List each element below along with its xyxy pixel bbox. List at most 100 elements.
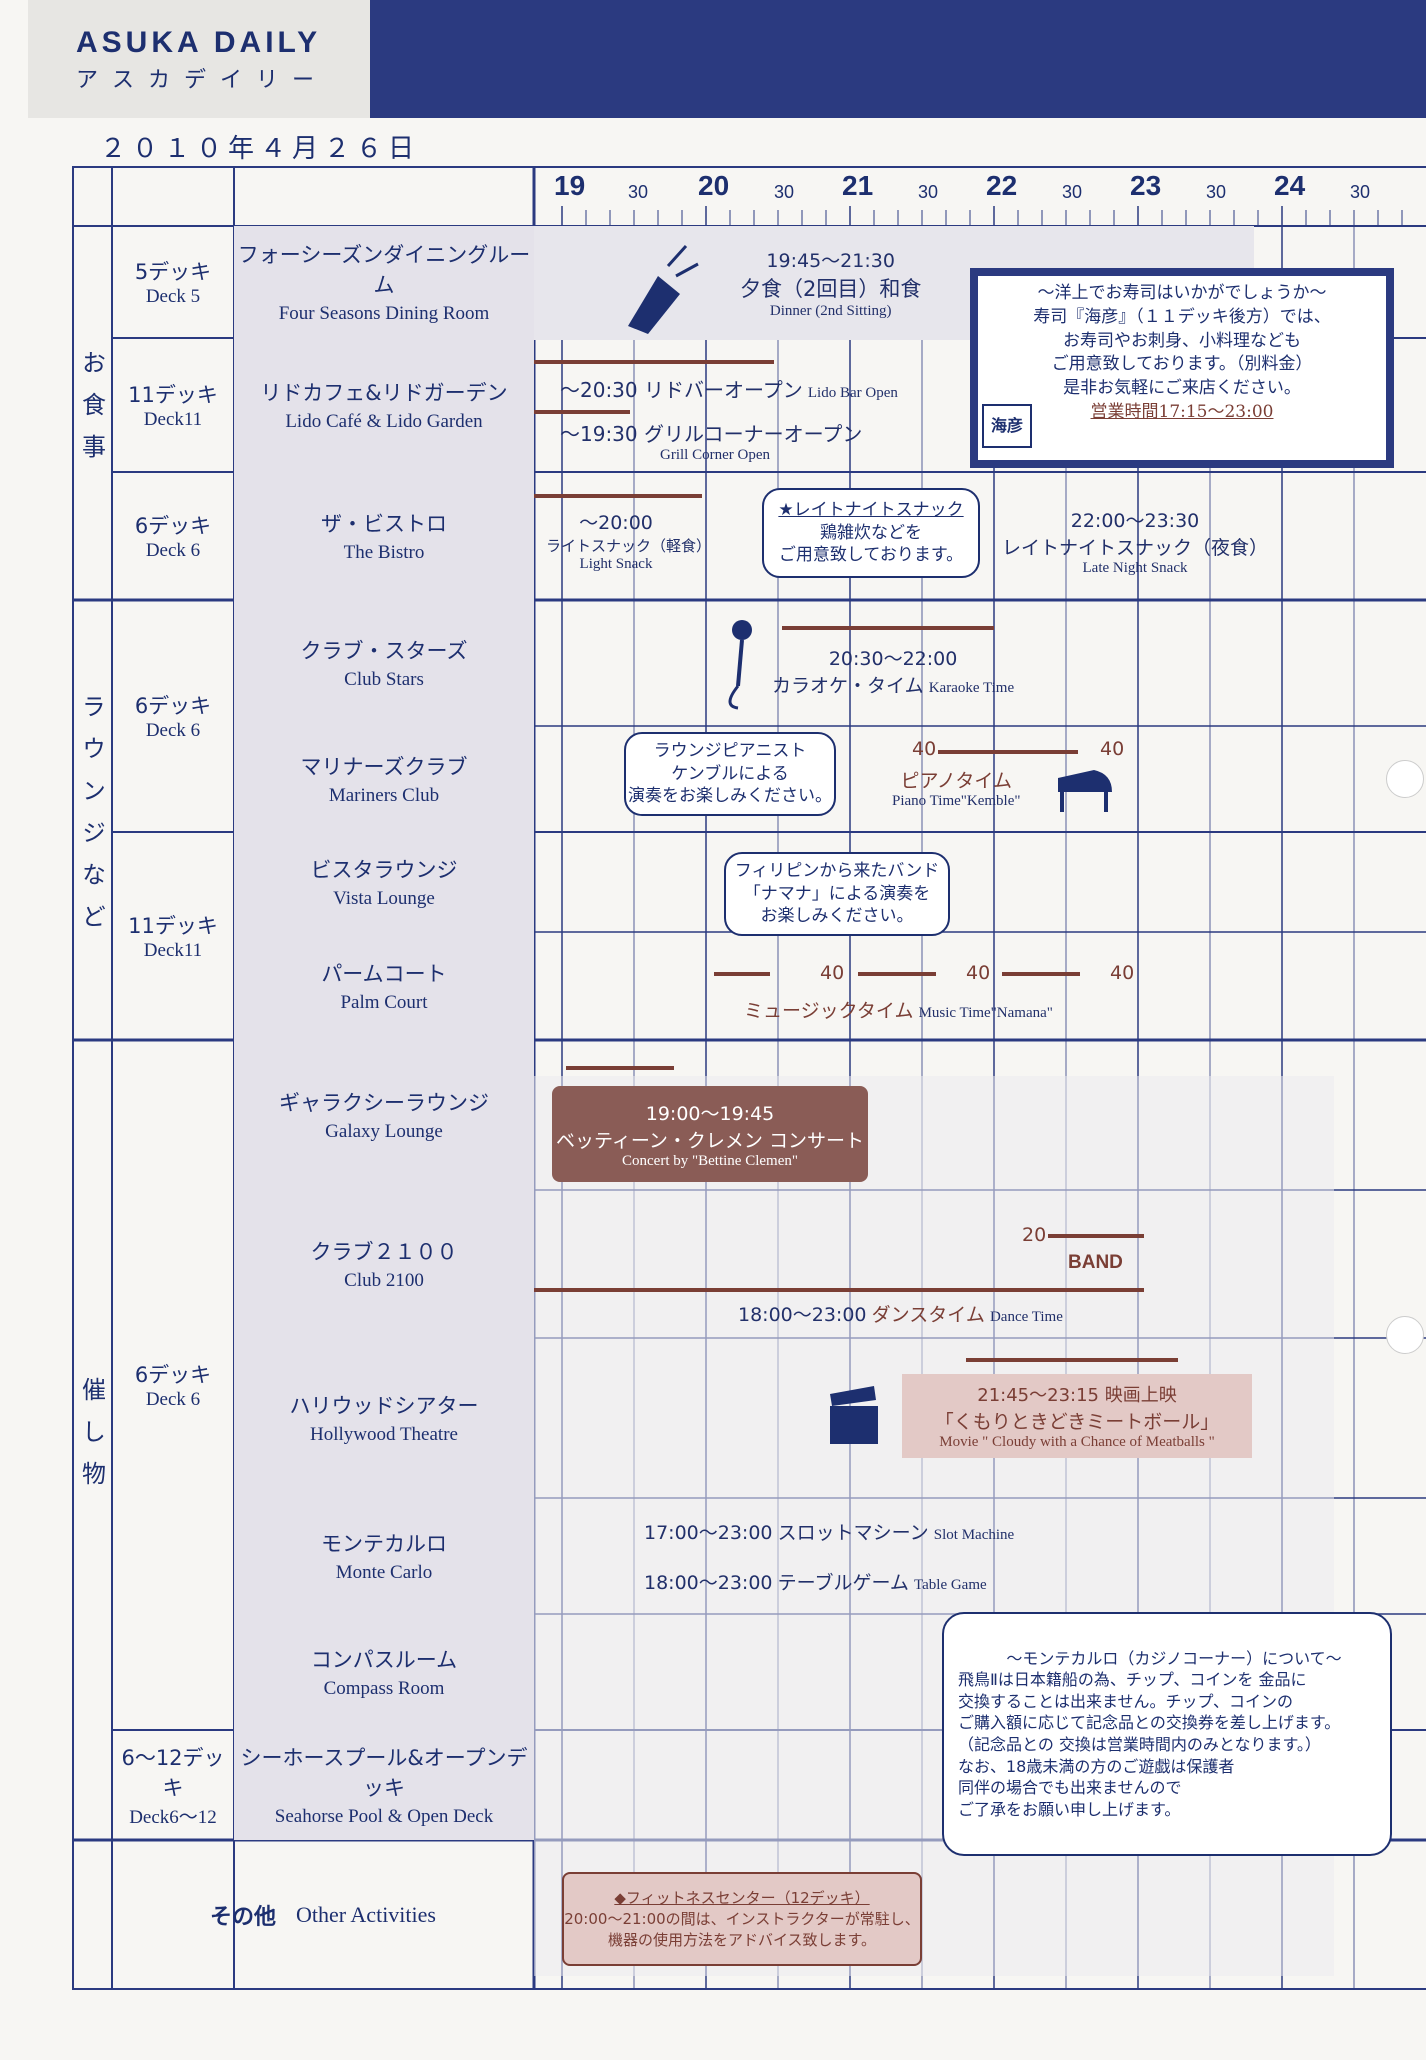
table-label-e: Table Game	[914, 1577, 987, 1593]
dance-label: ダンスタイム	[871, 1304, 985, 1326]
half-22: 30	[1062, 182, 1083, 202]
deck-label-e: Deck 6	[145, 540, 201, 561]
grill-label-e: Grill Corner Open	[660, 447, 770, 463]
slot-label: スロットマシーン	[777, 1522, 929, 1544]
sushi-line: お寿司やお刺身、小料理なども	[1063, 330, 1301, 351]
movie-title-e: Movie " Cloudy with a Chance of Meatball…	[939, 1434, 1215, 1450]
venue-name-e: Seahorse Pool & Open Deck	[274, 1806, 494, 1827]
microphone-icon	[728, 620, 752, 710]
clapperboard-icon	[830, 1386, 878, 1444]
deck-label-e: Deck 6	[145, 720, 201, 741]
sushi-line: 寿司『海彦』（１１デッキ後方）では、	[1033, 306, 1331, 327]
dance-event: 18:00〜23:00 ダンスタイム Dance Time	[738, 1300, 1063, 1327]
venue-name-e: Monte Carlo	[335, 1562, 433, 1583]
callout-line: 「ナマナ」による演奏を	[743, 883, 931, 904]
deck-label-j: 6デッキ	[134, 694, 212, 718]
casino-line: （記念品との 交換は営業時間内のみとなります。）	[958, 1735, 1321, 1754]
movie-event: 21:45〜23:15 映画上映 「くもりときどきミートボール」 Movie "…	[902, 1374, 1252, 1458]
grill-label: 〜19:30 グリルコーナーオープン	[560, 422, 863, 446]
casino-line: 交換することは出来ません。チップ、コインの	[958, 1691, 1294, 1711]
lido-bar-event: 〜20:30 リドバーオープン Lido Bar Open	[560, 374, 898, 403]
sushi-ad: 〜洋上でお寿司はいかがでしょうか〜 寿司『海彦』（１１デッキ後方）では、 お寿司…	[970, 268, 1394, 468]
fitness-note: ◆フィットネスセンター（12デッキ） 20:00〜21:00の間は、インストラク…	[562, 1872, 922, 1966]
light-snack-label-e: Light Snack	[579, 556, 653, 572]
light-snack-arrow	[534, 494, 702, 498]
dance-time: 18:00〜23:00	[738, 1304, 867, 1326]
hour-22: 22	[986, 170, 1018, 201]
table-time: 18:00〜23:00	[644, 1572, 773, 1594]
concert-event: 19:00〜19:45 ベッティーン・クレメン コンサート Concert by…	[552, 1086, 868, 1182]
music-event: ミュージックタイム Music Time"Namana"	[744, 996, 1053, 1023]
venue-name-j: マリナーズクラブ	[300, 755, 468, 779]
table-label: テーブルゲーム	[777, 1572, 909, 1594]
champagne-icon	[628, 244, 699, 334]
casino-line: ご購入額に応じて記念品との交換券を差し上げます。	[958, 1713, 1341, 1733]
venue-name-e: Mariners Club	[328, 785, 440, 806]
venue-name-e: Compass Room	[323, 1678, 445, 1699]
venue-name-e: Club 2100	[344, 1270, 424, 1291]
late-snack-callout: ★レイトナイトスナック 鶏雑炊などを ご用意致しております。	[762, 488, 980, 578]
venue-name-e: Vista Lounge	[333, 888, 435, 909]
music-arrow-2	[858, 972, 936, 976]
venue-compass: コンパスルーム Compass Room	[234, 1614, 534, 1730]
half-21: 30	[918, 182, 939, 202]
dance-label-e: Dance Time	[989, 1309, 1063, 1325]
deck-label-j: 6デッキ	[134, 1363, 212, 1387]
casino-line: 飛鳥Ⅱは日本籍船の為、チップ、コインを 金品に	[958, 1670, 1307, 1690]
karaoke-label-e: Karaoke Time	[928, 680, 1015, 696]
movie-arrow	[966, 1358, 1178, 1362]
sushi-line: 〜洋上でお寿司はいかがでしょうか〜	[1037, 283, 1327, 303]
band-label: BAND	[1068, 1252, 1123, 1273]
half-24: 30	[1350, 182, 1371, 202]
grill-arrow	[534, 410, 630, 414]
light-snack-label: ライトスナック（軽食）	[546, 537, 712, 555]
hour-19: 19	[554, 170, 586, 201]
venue-name-j: リドカフェ&リドガーデン	[260, 381, 508, 405]
venue-name-j: コンパスルーム	[310, 1648, 458, 1672]
sushi-line: ご用意致しております。（別料金）	[1051, 354, 1313, 375]
sushi-ad-body: 〜洋上でお寿司はいかがでしょうか〜 寿司『海彦』（１１デッキ後方）では、 お寿司…	[978, 276, 1386, 460]
music-arrow-1	[714, 972, 770, 976]
slot-event: 17:00〜23:00 スロットマシーン Slot Machine	[644, 1518, 1014, 1545]
callout-line: ラウンジピアニスト	[653, 740, 807, 761]
concert-arrow	[566, 1066, 674, 1070]
dinner-time: 19:45〜21:30	[766, 250, 895, 272]
karaoke-label: カラオケ・タイム	[772, 675, 924, 697]
piano-arrow	[938, 750, 1078, 754]
venue-name-j: フォーシーズンダイニングルーム	[237, 243, 531, 297]
venue-name-j: クラブ２１００	[310, 1240, 458, 1264]
callout-line: ケンブルによる	[671, 763, 789, 784]
piano-start: 40	[912, 738, 937, 760]
venue-name-j: ビスタラウンジ	[310, 858, 458, 882]
dance-arrow	[534, 1288, 1144, 1292]
concert-label-e: Concert by "Bettine Clemen"	[622, 1152, 798, 1169]
late-snack-event: 22:00〜23:30 レイトナイトスナック（夜食） Late Night Sn…	[1002, 506, 1268, 577]
band-callout: フィリピンから来たバンド 「ナマナ」による演奏を お楽しみください。	[724, 852, 950, 936]
half-20: 30	[774, 182, 795, 202]
piano-label-e: Piano Time"Kemble"	[892, 793, 1021, 809]
sushi-hours: 営業時間17:15〜23:00	[1090, 401, 1274, 422]
venue-vista: ビスタラウンジ Vista Lounge	[234, 832, 534, 932]
karaoke-time: 20:30〜22:00	[828, 648, 958, 670]
band-start: 20	[1022, 1224, 1047, 1246]
callout-line: 鶏雑炊などを	[820, 522, 922, 543]
dinner-label: 夕食（2回目）和食	[740, 277, 922, 301]
venue-name-j: クラブ・スターズ	[300, 639, 468, 663]
deck-label-e: Deck 5	[145, 286, 201, 307]
venue-name-e: Palm Court	[340, 992, 428, 1013]
music-n1: 40	[820, 962, 845, 984]
